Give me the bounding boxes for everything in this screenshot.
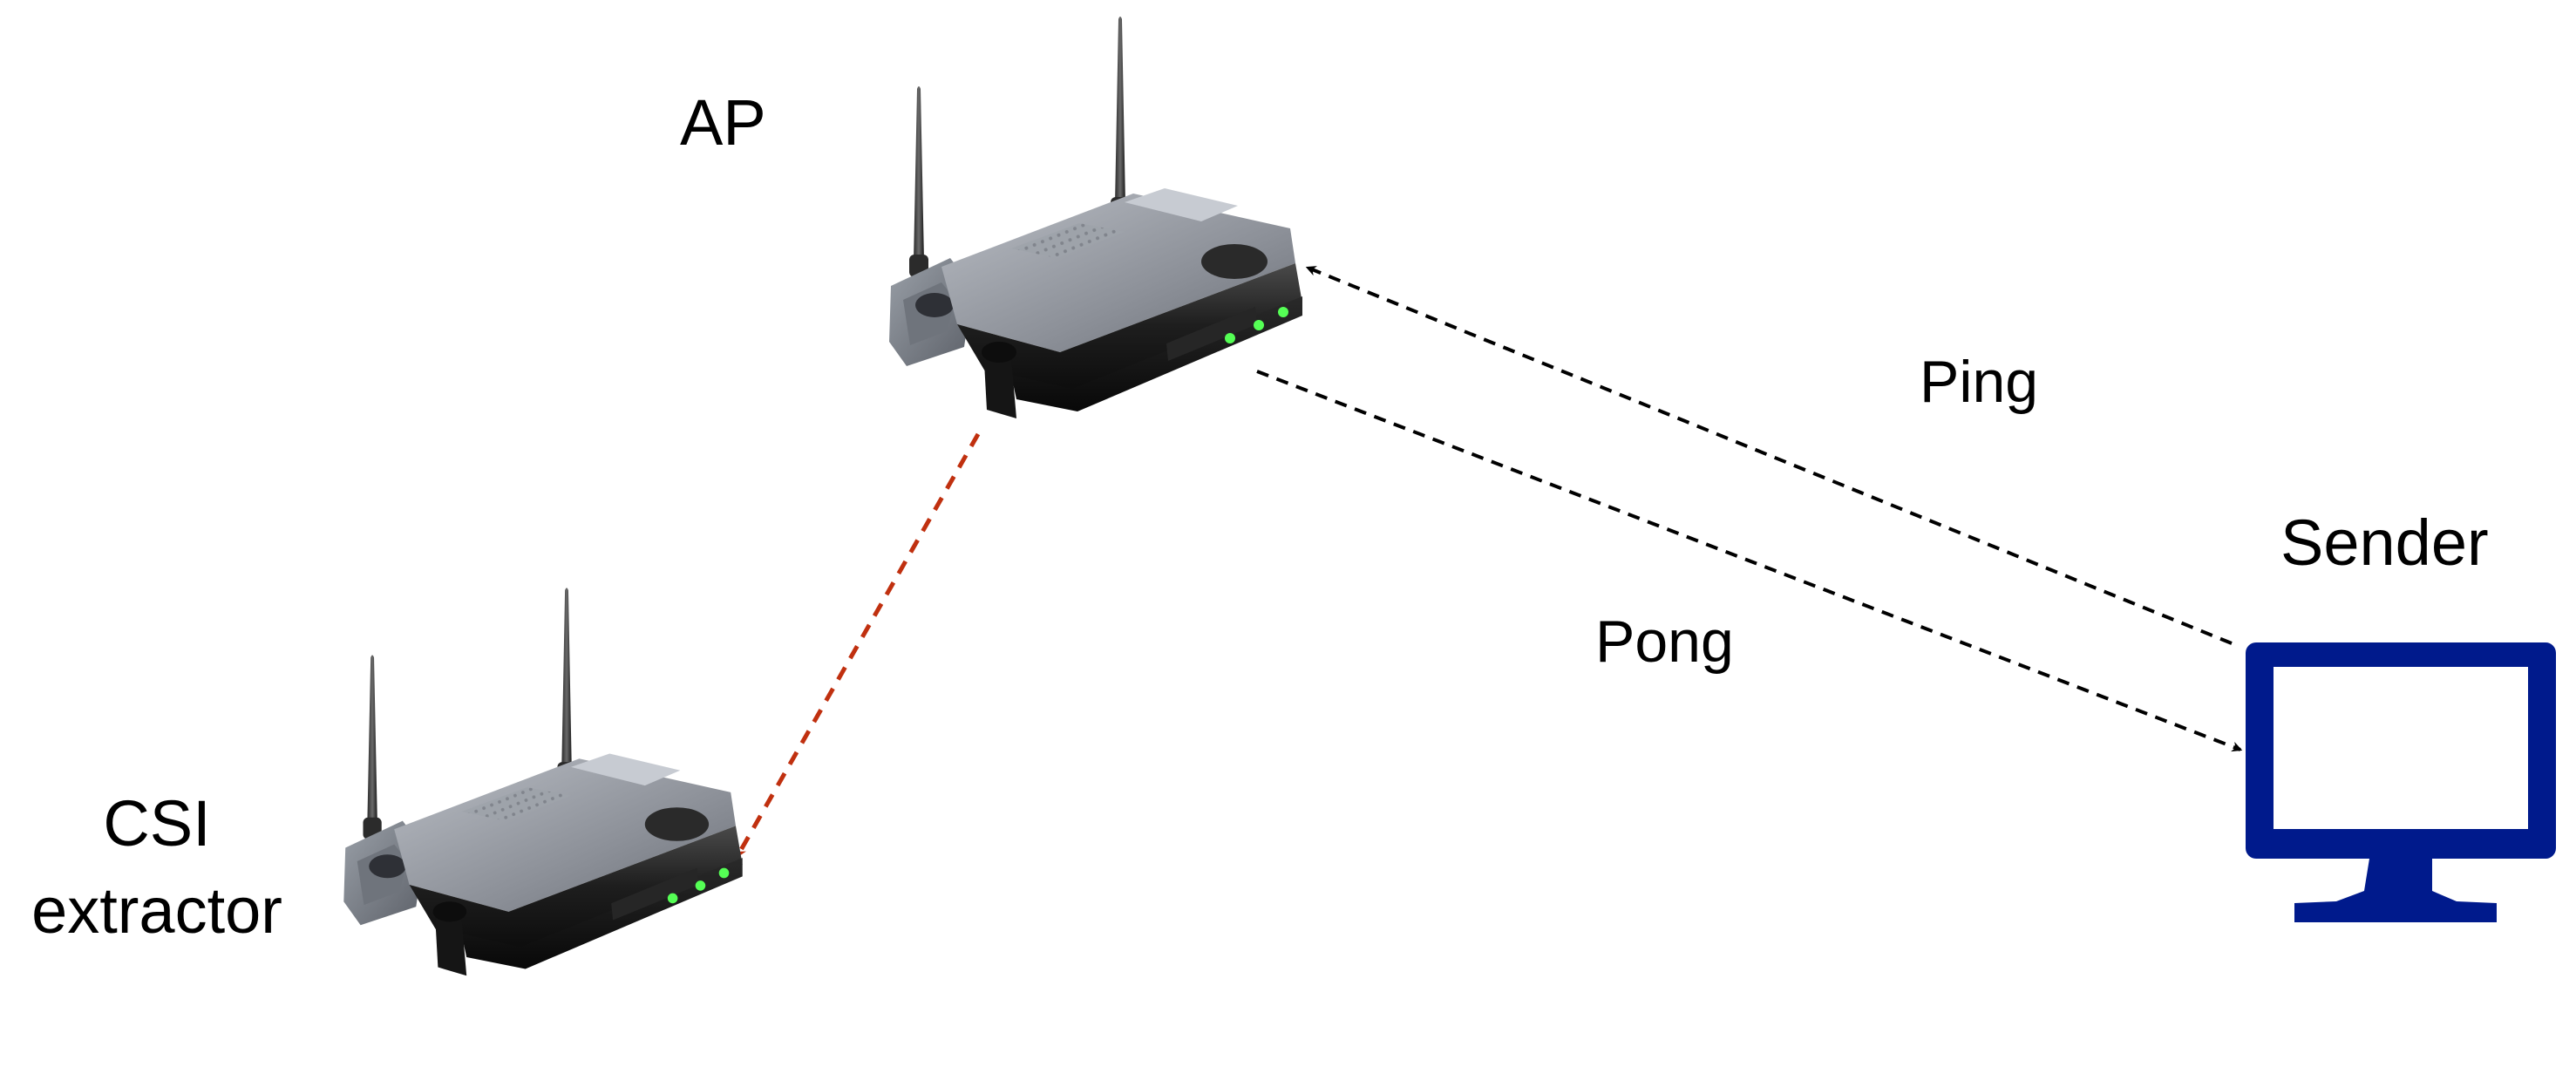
pong-arrow [1256, 370, 2243, 752]
monitor-icon [2246, 642, 2556, 922]
ping-label: Ping [1920, 349, 2039, 415]
csi-extractor-router-icon [343, 588, 743, 976]
csi-label-line2: extractor [31, 873, 282, 947]
ap-router-icon [889, 17, 1302, 418]
pong-label: Pong [1595, 608, 1734, 675]
ping-arrow [1305, 266, 2233, 645]
sender-label: Sender [2280, 506, 2489, 579]
csi-extractor-label: CSI extractor [0, 780, 314, 955]
csi-capture-arrow [735, 432, 981, 859]
csi-label-line1: CSI [103, 787, 211, 860]
ap-label: AP [680, 86, 766, 159]
